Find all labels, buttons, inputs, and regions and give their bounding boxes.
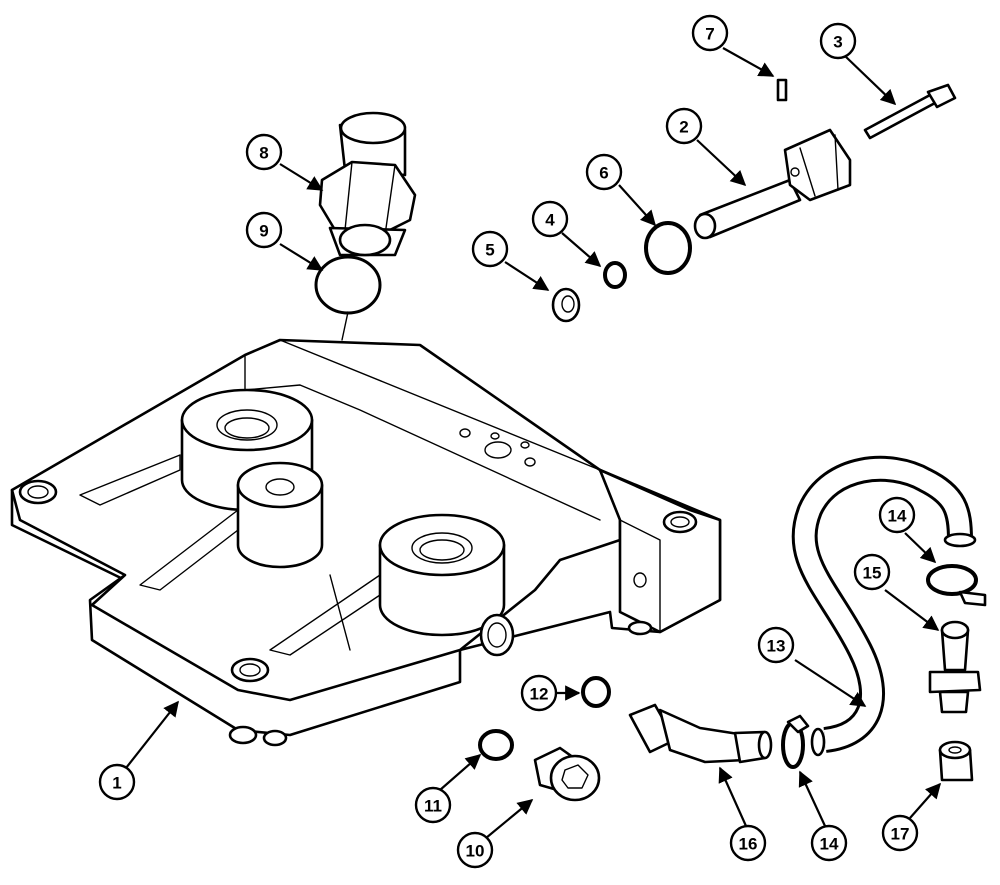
washer-part-5	[551, 287, 581, 323]
leader-lines	[125, 47, 942, 839]
callout-4: 4	[531, 200, 569, 238]
callout-label-7: 7	[705, 25, 714, 44]
clamp-part-14-lower	[781, 714, 810, 769]
callout-12: 12	[520, 674, 558, 712]
fitting-part-8	[318, 111, 417, 257]
callout-label-15: 15	[863, 564, 882, 583]
clamp-part-14-upper	[926, 564, 987, 607]
barb-part-15	[928, 620, 982, 714]
seal-part-11	[478, 729, 514, 761]
stem-part-2	[693, 128, 852, 240]
pin-part-3	[863, 83, 957, 140]
callout-label-16: 16	[739, 835, 758, 854]
callout-3: 3	[819, 22, 857, 60]
seal-part-12	[581, 676, 611, 708]
callout-label-5: 5	[485, 241, 494, 260]
callout-13: 13	[757, 626, 795, 664]
callout-15: 15	[853, 553, 891, 591]
callout-5: 5	[471, 230, 509, 268]
callout-label-10: 10	[466, 842, 485, 861]
callout-2: 2	[665, 107, 703, 145]
callout-1: 1	[98, 763, 136, 801]
callout-14-upper: 14	[878, 496, 916, 534]
callout-label-14-lower: 14	[820, 835, 839, 854]
callout-7: 7	[691, 14, 729, 52]
callout-label-9: 9	[259, 222, 268, 241]
callout-label-6: 6	[599, 164, 608, 183]
nut-part-17	[938, 740, 974, 782]
callout-11: 11	[414, 786, 452, 824]
callout-label-2: 2	[679, 118, 688, 137]
o-ring-part-9	[314, 255, 382, 341]
callout-16: 16	[729, 824, 767, 862]
callout-9: 9	[245, 211, 283, 249]
seal-part-6	[644, 221, 692, 275]
callout-label-4: 4	[545, 211, 555, 230]
callout-10: 10	[456, 831, 494, 869]
hose-part-13	[791, 455, 977, 757]
callout-label-11: 11	[424, 797, 442, 816]
callout-6: 6	[585, 153, 623, 191]
callout-label-17: 17	[891, 825, 910, 844]
plug-part-10	[533, 746, 601, 802]
callout-label-14-upper: 14	[888, 507, 907, 526]
callout-label-8: 8	[259, 144, 268, 163]
elbow-part-16	[628, 703, 773, 764]
callout-label-3: 3	[833, 33, 842, 52]
callout-8: 8	[245, 133, 283, 171]
callout-label-12: 12	[530, 685, 549, 704]
callout-label-1: 1	[112, 774, 121, 793]
callout-14-lower: 14	[810, 824, 848, 862]
roll-pin-part-7	[776, 78, 788, 102]
callout-label-13: 13	[767, 637, 786, 656]
housing-part-1	[10, 338, 722, 747]
seal-part-4	[603, 261, 627, 289]
callout-17: 17	[881, 814, 919, 852]
